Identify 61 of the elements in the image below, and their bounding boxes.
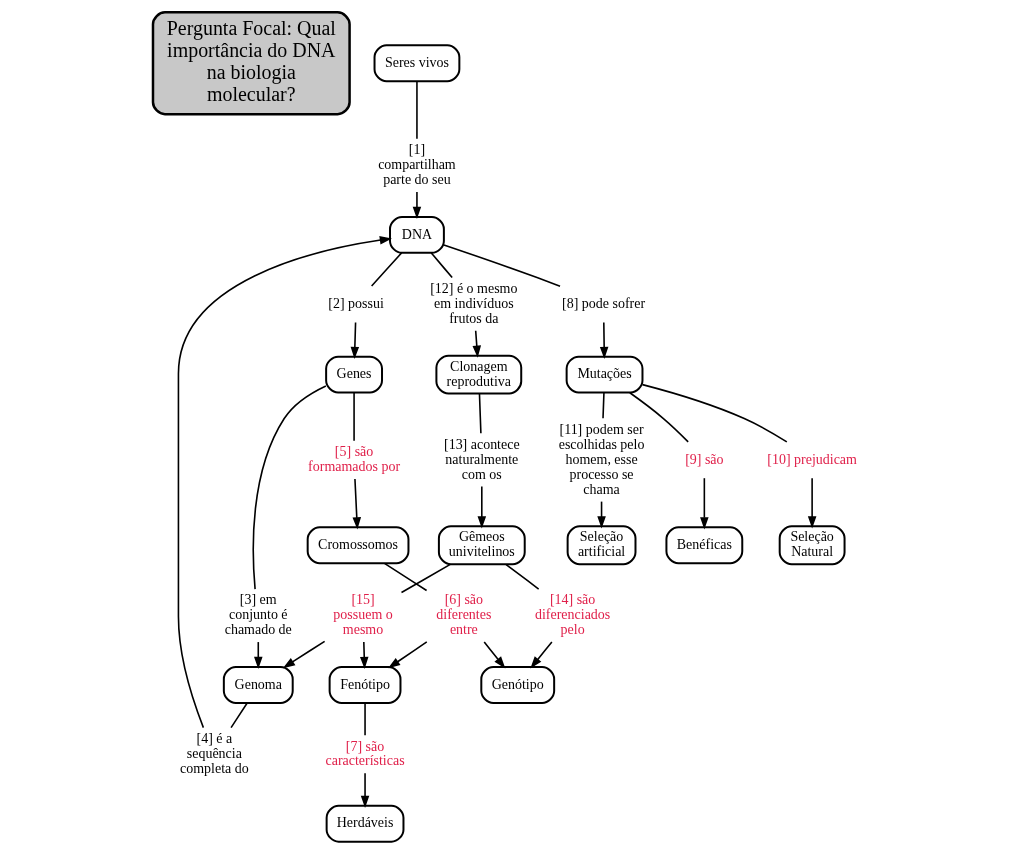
node-text: [4] é a sequência completa do (179, 731, 249, 776)
node-text: [3] em conjunto é chamado de (224, 592, 292, 638)
node-box: Benéficas (664, 526, 743, 565)
node-text: [11] podem ser escolhidas pelo homem, esse processo se chama (558, 421, 644, 497)
arrow (529, 641, 553, 669)
node-text: [5] são formamados por (307, 444, 400, 475)
arrow (477, 485, 486, 529)
node-box: Pergunta Focal: Qual importância do DNA na biologia molecular? (151, 11, 351, 116)
node-box: Seleção artificial (566, 525, 636, 566)
arrow (699, 477, 709, 530)
node-text: [1] compartilham parte do seu (377, 142, 456, 188)
node-text: [2] possui (327, 295, 384, 311)
node-box: Seres vivos (373, 44, 460, 83)
node-box: Genes (324, 355, 383, 394)
arrow (412, 191, 421, 219)
node-box: Genoma (222, 666, 294, 704)
arrow (807, 477, 816, 529)
connector (504, 563, 539, 590)
node-box: Genótipo (479, 666, 555, 704)
arrow (360, 772, 369, 808)
connector (352, 392, 355, 442)
arrow (482, 641, 505, 669)
connector (229, 702, 248, 729)
node-text: [9] são (684, 451, 724, 467)
arrow (599, 321, 608, 360)
node-text: [13] acontece naturalmente com os (443, 436, 520, 482)
node-text: [10] prejudicam (766, 451, 857, 467)
node-text: [15] possuem o mesmo (332, 592, 393, 638)
node-text: [7] são características (325, 738, 405, 769)
arrow (387, 641, 428, 669)
node-box: Seleção Natural (778, 525, 846, 566)
connector (601, 392, 605, 420)
connector (628, 391, 689, 443)
node-box: Mutações (565, 355, 643, 394)
arrow (352, 478, 361, 530)
arrow (282, 640, 325, 669)
arrow (350, 321, 359, 360)
node-box: Clonagem reprodutiva (434, 354, 522, 395)
node-box: DNA (388, 215, 445, 254)
arrow (472, 329, 481, 358)
node-text: [14] são diferenciados pelo (534, 592, 610, 638)
arrow (359, 641, 369, 670)
connector (383, 562, 427, 592)
node-text: [12] é o mesmo em indivíduos frutos da (429, 280, 517, 326)
arrow (177, 235, 392, 729)
connector (400, 563, 451, 594)
connector (415, 80, 418, 140)
node-box: Fenótipo (328, 666, 401, 704)
connector (478, 392, 482, 435)
node-box: Cromossomos (306, 526, 409, 565)
connector (641, 383, 788, 443)
node-box: Herdáveis (325, 804, 404, 843)
arrow (253, 641, 263, 670)
node-text: [6] são diferentes entre (435, 592, 491, 638)
node-box: Gêmeos univitelinos (437, 525, 526, 566)
connector (252, 385, 327, 590)
connector (430, 252, 453, 279)
connector (370, 252, 402, 287)
node-text: [8] pode sofrer (561, 295, 645, 311)
connector (363, 702, 366, 736)
connector (442, 244, 561, 287)
